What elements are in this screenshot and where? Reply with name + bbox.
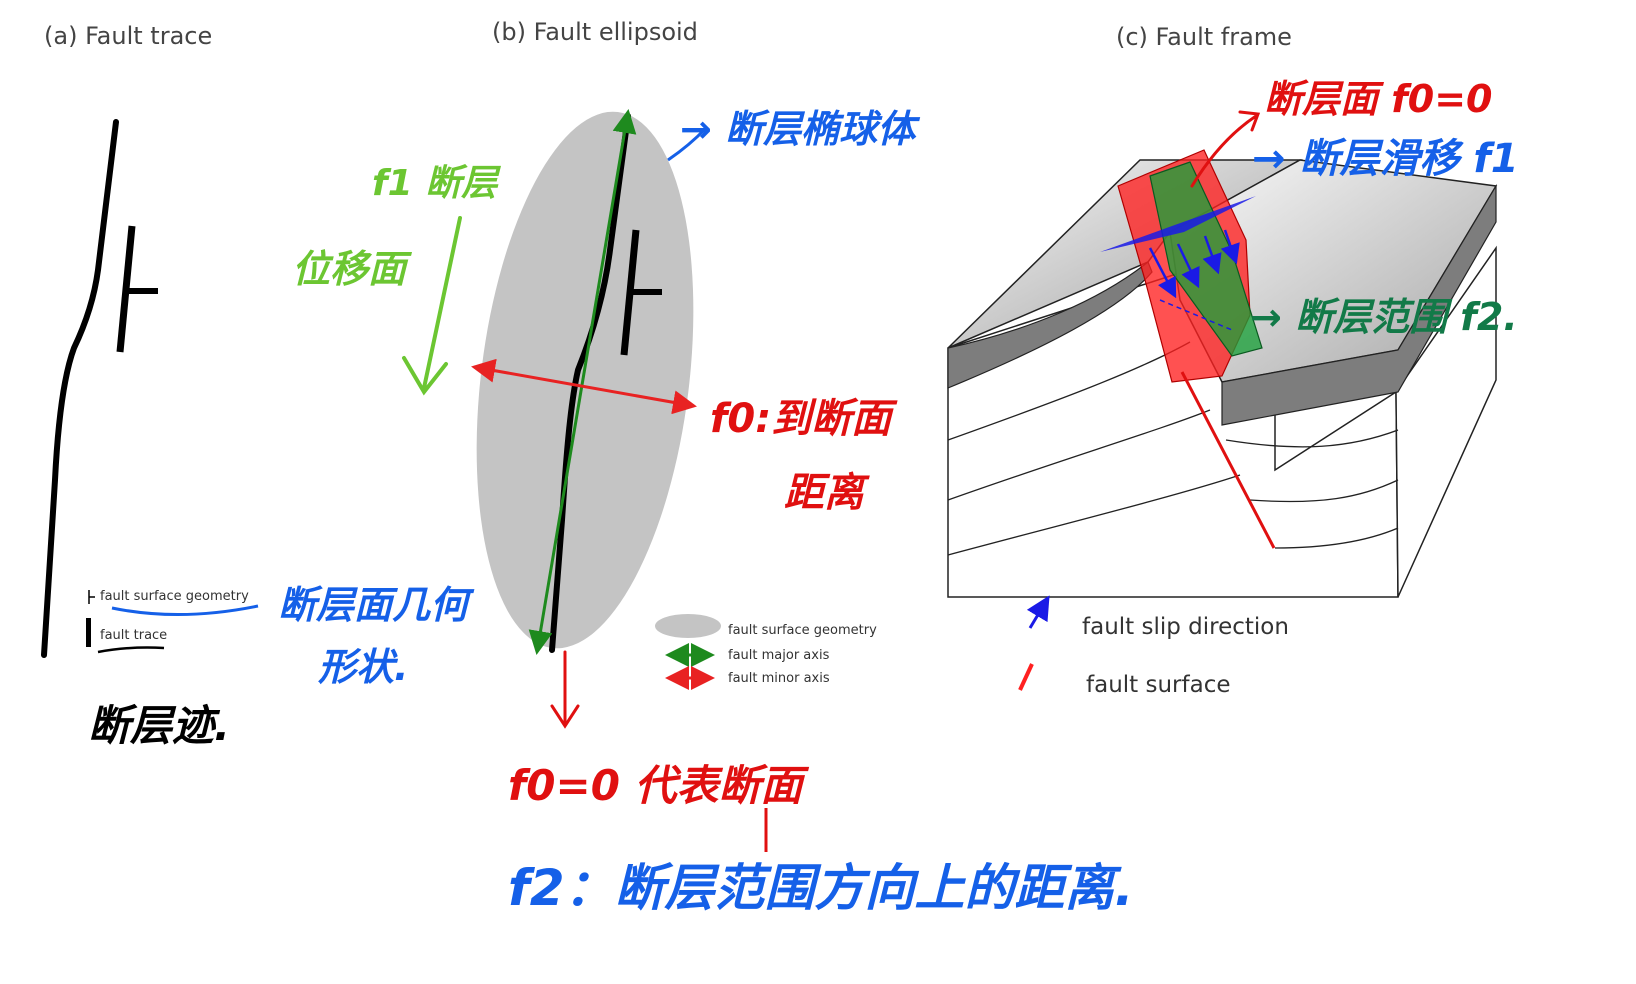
legend-c-surface-icon <box>1018 663 1034 691</box>
annotation-c-slip: → 断层滑移 f1 <box>1252 136 1519 182</box>
panel-c-title: (c) Fault frame <box>1116 23 1292 51</box>
geometry-underline <box>111 604 259 617</box>
annotation-trace: 断层迹. <box>88 701 230 750</box>
handwritten-annotations: → 断层椭球体 f1 断层 位移面 f0:到断面 距离 断层面几何 形状. 断层… <box>88 77 1519 917</box>
legend-b-geometry-label: fault surface geometry <box>728 623 877 638</box>
legend-a-trace-icon <box>86 618 91 647</box>
legend-b-major-label: fault major axis <box>728 648 830 663</box>
annotation-c-surface: 断层面 f0=0 <box>1264 77 1492 121</box>
legend-c-slip-icon <box>1026 595 1050 629</box>
legend-a-geometry-label: fault surface geometry <box>100 589 249 604</box>
legend-c-slip-label: fault slip direction <box>1082 614 1289 640</box>
annotation-f1: f1 断层 <box>372 163 501 204</box>
annotation-f0-line1: f0:到断面 <box>710 396 898 442</box>
annotation-ellipsoid: → 断层椭球体 <box>680 107 921 151</box>
legend-b-minor-label: fault minor axis <box>728 671 830 686</box>
strata-line-4 <box>1225 429 1399 448</box>
annotation-geometry-line2: 形状. <box>318 645 408 689</box>
panel-b: (b) Fault ellipsoid fault surface geomet… <box>471 18 877 690</box>
annotation-f2-desc: f2：断层范围方向上的距离. <box>508 859 1134 917</box>
strata-line-3 <box>947 474 1241 556</box>
ellipsoid-pointer-arrow <box>667 126 708 162</box>
panel-b-title: (b) Fault ellipsoid <box>492 18 698 46</box>
annotation-c-extent: → 断层范围 f2. <box>1250 295 1518 339</box>
panel-c: (c) Fault frame fault s <box>947 23 1498 698</box>
trace-underline <box>97 646 165 654</box>
fault-tick-symbol <box>116 225 158 353</box>
legend-b-geometry-icon <box>655 614 721 638</box>
fault-trace-red <box>1180 371 1276 549</box>
fault-trace-line <box>41 119 119 658</box>
legend-a-geometry-icon <box>88 590 95 604</box>
legend-c: fault slip direction fault surface <box>1018 595 1289 698</box>
dark-layer-right <box>1221 183 1497 426</box>
panel-a-title: (a) Fault trace <box>44 22 212 50</box>
panel-a: (a) Fault trace fault surface geometry f… <box>41 22 249 658</box>
strata-line-6 <box>1274 527 1399 549</box>
f1-pointer-arrow <box>402 216 462 396</box>
minor-axis-arrow <box>471 358 697 415</box>
annotation-f0-line2: 距离 <box>784 470 870 516</box>
strata-line-2 <box>947 409 1211 501</box>
c-surface-pointer <box>1190 110 1261 188</box>
legend-c-surface-label: fault surface <box>1086 672 1231 698</box>
slip-plane <box>1100 196 1256 252</box>
annotation-f1-line2: 位移面 <box>292 247 413 291</box>
annotation-geometry-line1: 断层面几何 <box>278 583 475 627</box>
slip-vectors <box>1148 229 1240 331</box>
annotation-f0-zero: f0=0 代表断面 <box>508 761 810 810</box>
legend-a-trace-label: fault trace <box>100 628 167 643</box>
legend-a: fault surface geometry fault trace <box>86 589 249 647</box>
strata-line-5 <box>1249 479 1399 503</box>
f0-zero-pointer-arrow <box>550 650 580 729</box>
legend-b: fault surface geometry fault major axis … <box>655 614 877 690</box>
